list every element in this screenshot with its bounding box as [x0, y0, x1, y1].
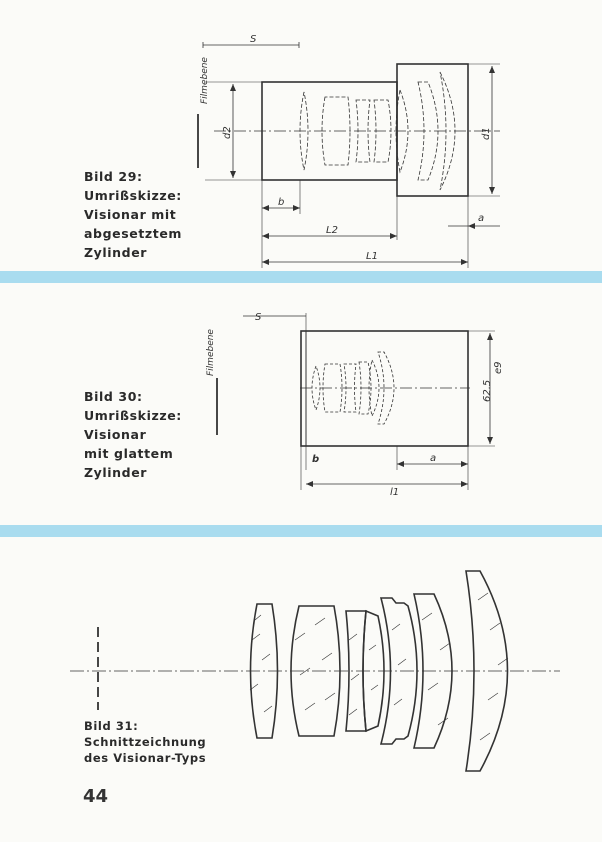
dimension-tolerance-label: e9 [493, 361, 504, 374]
dimension-d1-label: d1 [481, 127, 492, 140]
page-number: 44 [83, 786, 109, 807]
caption-bild-29: Bild 29: Umrißskizze: Visionar mit abges… [84, 169, 183, 260]
dimension-b-label-30: b [312, 454, 319, 465]
caption-bild-30: Bild 30: Umrißskizze: Visionar mit glatt… [84, 389, 182, 480]
figure-29-outline [197, 42, 500, 268]
dimension-s-label-29: S [250, 34, 257, 45]
dimension-l1-label-30: l1 [390, 487, 399, 498]
film-plane-label-29: Filmebene [200, 57, 210, 104]
figure-31-section [70, 570, 560, 772]
dimension-a-label-30: a [430, 453, 436, 464]
separator-band-bottom [0, 525, 602, 537]
dimension-s-label-30: S [255, 312, 262, 323]
dimension-d2-label: d2 [222, 126, 233, 139]
dimension-l2-label: L2 [326, 225, 338, 236]
film-plane-label-30: Filmebene [206, 329, 216, 376]
dimension-b-label-29: b [278, 197, 284, 208]
barrel-smooth [300, 330, 469, 447]
dimension-l1-label-29: L1 [366, 251, 378, 262]
barrel-large [396, 63, 469, 197]
separator-band-top [0, 271, 602, 283]
figure-30-outline [216, 313, 495, 490]
dimension-a-label-29: a [478, 213, 484, 224]
dimension-diameter-label: 62.5 [482, 380, 493, 402]
caption-bild-31: Bild 31: Schnittzeichnung des Visionar-T… [84, 719, 207, 765]
